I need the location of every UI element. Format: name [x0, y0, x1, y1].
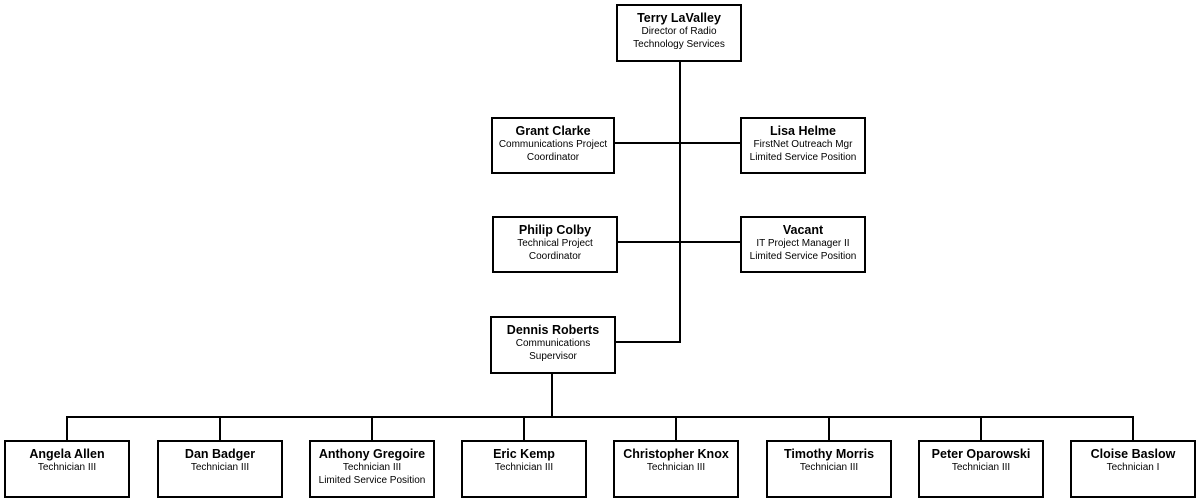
person-title-line: Technician III: [190, 462, 250, 473]
person-title-line: Technician III: [342, 462, 402, 473]
person-name: Dennis Roberts: [506, 323, 600, 337]
person-name: Philip Colby: [518, 223, 592, 237]
org-box-technician: Timothy Morris Technician III: [766, 440, 892, 498]
org-box-philip-colby: Philip Colby Technical Project Coordinat…: [492, 216, 618, 273]
person-title-line: Technician III: [951, 462, 1011, 473]
person-name: Anthony Gregoire: [318, 447, 426, 461]
person-name: Dan Badger: [184, 447, 256, 461]
person-title-line: Supervisor: [529, 350, 577, 362]
org-box-vacant: Vacant IT Project Manager II Limited Ser…: [740, 216, 866, 273]
person-name: Timothy Morris: [783, 447, 875, 461]
org-box-director: Terry LaValley Director of Radio Technol…: [616, 4, 742, 62]
person-name: Christopher Knox: [623, 447, 729, 461]
person-title-line: Technician III: [494, 462, 554, 473]
org-box-technician: Cloise Baslow Technician I: [1070, 440, 1196, 498]
org-box-technician: Christopher Knox Technician III: [613, 440, 739, 498]
person-title-line: Technician I: [1106, 462, 1160, 473]
person-title-line: IT Project Manager II: [756, 238, 850, 249]
person-name: Peter Oparowski: [931, 447, 1031, 461]
person-name: Eric Kemp: [493, 447, 555, 461]
person-title-line: Coordinator: [526, 151, 580, 163]
org-box-technician: Eric Kemp Technician III: [461, 440, 587, 498]
person-title-line: Limited Service Position: [749, 250, 857, 262]
person-title-line: FirstNet Outreach Mgr: [753, 139, 853, 150]
org-box-technician: Peter Oparowski Technician III: [918, 440, 1044, 498]
person-title-line: Director of Radio: [641, 26, 717, 37]
person-title-line: Technology Services: [633, 38, 725, 50]
person-name: Angela Allen: [29, 447, 105, 461]
org-box-lisa-helme: Lisa Helme FirstNet Outreach Mgr Limited…: [740, 117, 866, 174]
person-title-line: Technician III: [37, 462, 97, 473]
person-title-line: Coordinator: [528, 250, 582, 262]
person-name: Cloise Baslow: [1090, 447, 1176, 461]
person-title-line: Communications: [515, 338, 591, 349]
org-box-technician: Angela Allen Technician III: [4, 440, 130, 498]
person-title-line: Technician III: [646, 462, 706, 473]
org-box-technician: Anthony Gregoire Technician III Limited …: [309, 440, 435, 498]
person-title-line: Limited Service Position: [749, 151, 857, 163]
org-box-grant-clarke: Grant Clarke Communications Project Coor…: [491, 117, 615, 174]
person-title-line: Communications Project: [498, 139, 608, 150]
person-title-line: Technical Project: [517, 238, 593, 249]
person-name: Terry LaValley: [637, 11, 721, 25]
org-box-supervisor: Dennis Roberts Communications Supervisor: [490, 316, 616, 374]
person-title-line: Technician III: [799, 462, 859, 473]
person-name: Lisa Helme: [769, 124, 836, 138]
person-title-line: Limited Service Position: [318, 474, 426, 486]
person-name: Vacant: [782, 223, 824, 237]
person-name: Grant Clarke: [515, 124, 591, 138]
org-box-technician: Dan Badger Technician III: [157, 440, 283, 498]
